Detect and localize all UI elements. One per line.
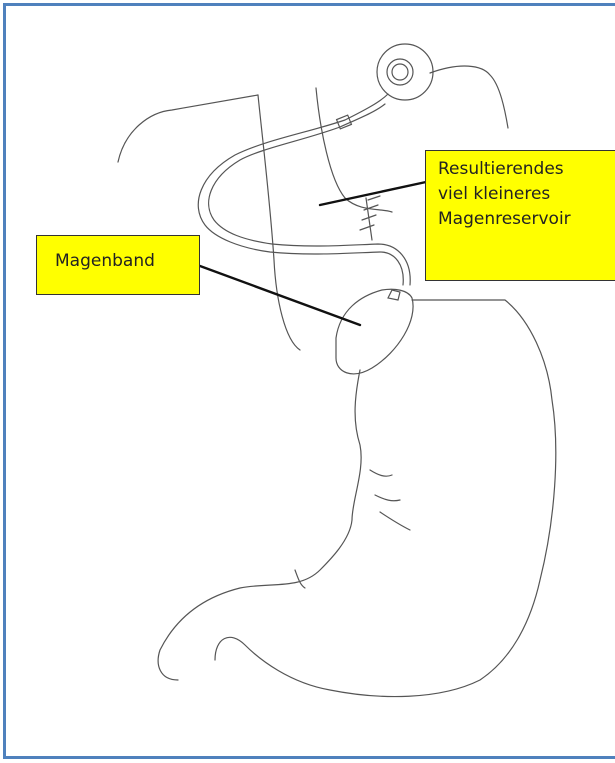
stomach-fold-4 [295,570,305,588]
band-buckle [388,290,400,300]
label-pouch-line-2: viel kleineres [438,182,615,207]
tube-outer [198,94,403,285]
stomach-fold-2 [375,495,400,501]
stitch-marks [360,196,380,240]
injection-port [377,44,433,100]
esophagus-left [258,95,300,350]
label-magenband: Magenband [36,235,200,295]
stomach-fold-1 [370,470,392,476]
stomach-left-contour [158,370,361,680]
label-pouch: Resultierendes viel kleineres Magenreser… [425,150,615,281]
stomach-right-contour [215,300,556,697]
stomach-fold-3 [380,512,410,530]
right-shoulder-line [430,66,508,128]
label-pouch-line-3: Magenreservoir [438,207,615,232]
label-pouch-line-1: Resultierendes [438,157,615,182]
port-ring-inner [392,64,408,80]
leader-line-band [200,266,360,325]
left-shoulder-line [118,95,258,162]
gastric-band [336,289,413,374]
port-ring-outer [387,59,413,85]
leader-line-pouch [320,182,426,205]
